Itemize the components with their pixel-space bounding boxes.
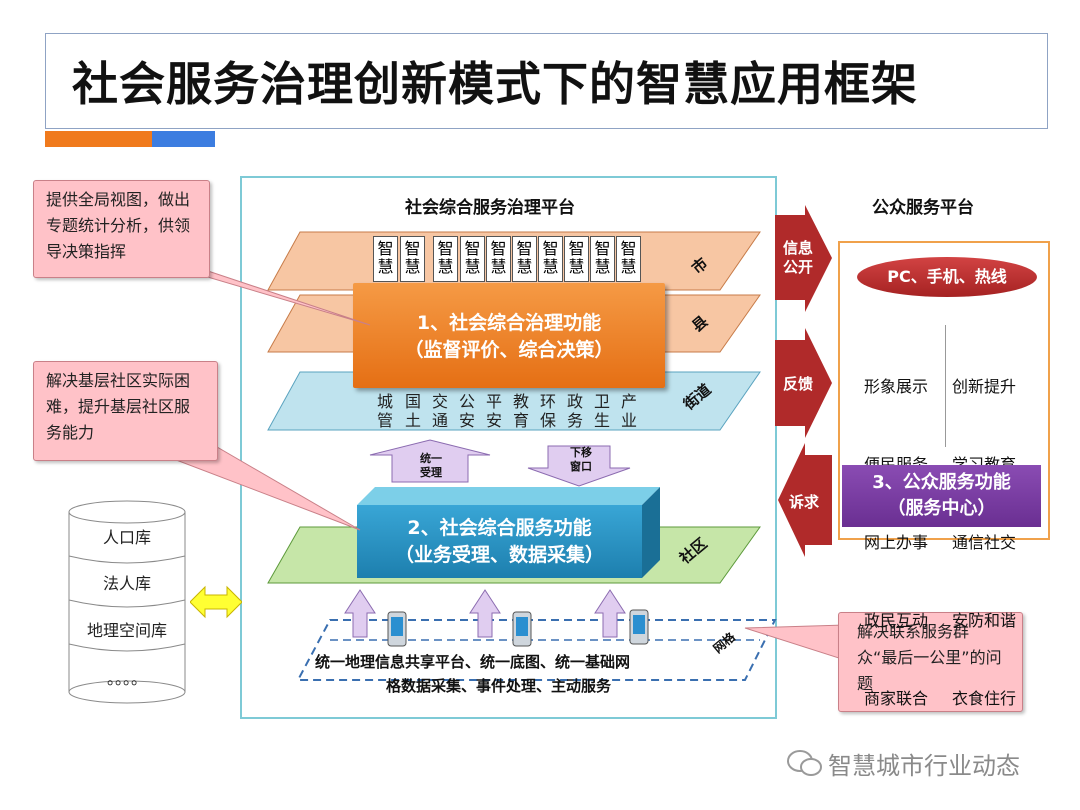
governance-function-subtitle: （监督评价、综合决策） xyxy=(404,339,614,361)
department-label: 产业 xyxy=(620,392,637,430)
unified-accept-label: 统一受理 xyxy=(420,452,442,479)
down-window-arrow xyxy=(527,445,631,487)
service-item: 通信社交 xyxy=(952,533,1017,552)
feedback-label: 反馈 xyxy=(783,375,814,393)
public-service-function-title: 3、公众服务功能 xyxy=(872,472,1011,493)
service-function-box: 2、社会综合服务功能 （业务受理、数据采集） xyxy=(357,505,642,578)
governance-function-box: 1、社会综合治理功能 （监督评价、综合决策） xyxy=(353,283,665,388)
service-item: 商家联合 xyxy=(864,689,929,708)
public-platform-title: 公众服务平台 xyxy=(872,198,974,218)
wechat-icon xyxy=(787,750,822,776)
info-disclosure-label: 信息公开 xyxy=(782,239,813,276)
grid-plane xyxy=(296,619,777,681)
channels-ellipse: PC、手机、热线 xyxy=(857,257,1037,297)
public-platform-frame xyxy=(838,241,1050,540)
phone-icon xyxy=(387,611,407,647)
database-population: 人口库 xyxy=(102,528,151,547)
smart-box: 智慧 xyxy=(512,236,537,282)
service-item: 形象展示 xyxy=(864,377,929,396)
department-label: 政务 xyxy=(566,392,583,430)
department-columns: 城管 国土 交通 公安 平安 教育 环保 政务 卫生 产业 xyxy=(373,392,653,438)
department-label: 卫生 xyxy=(593,392,610,430)
services-divider xyxy=(945,325,946,447)
smart-box: 智慧 xyxy=(616,236,641,282)
grid-text-line1: 统一地理信息共享平台、统一底图、统一基础网 xyxy=(315,653,631,671)
services-right-column: 创新提升 学习教育 通信社交 安防和谐 衣食住行 xyxy=(952,322,1016,738)
upload-arrow xyxy=(594,589,626,638)
callout-global-view: 提供全局视图，做出专题统计分析，供领导决策指挥 xyxy=(33,180,210,278)
callout-last-mile: 解决联系服务群众“最后一公里”的问题 xyxy=(838,612,1023,712)
service-item: 衣食住行 xyxy=(952,689,1017,708)
page-title: 社会服务治理创新模式下的智慧应用框架 xyxy=(72,57,918,111)
smart-box: 智慧 xyxy=(486,236,511,282)
upload-arrow xyxy=(469,589,501,638)
title-accent-orange xyxy=(45,131,152,147)
department-label: 城管 xyxy=(376,392,393,430)
public-service-function-subtitle: （服务中心） xyxy=(887,498,996,519)
info-disclosure-arrow xyxy=(775,205,832,312)
service-item: 政民互动 xyxy=(864,611,929,630)
smart-box: 智慧 xyxy=(400,236,425,282)
title-accent-blue xyxy=(152,131,215,147)
public-service-function-box: 3、公众服务功能 （服务中心） xyxy=(842,465,1041,527)
feedback-arrow xyxy=(775,328,832,438)
department-label: 国土 xyxy=(404,392,421,430)
department-label: 平安 xyxy=(485,392,502,430)
phone-icon xyxy=(512,611,532,647)
smart-box: 智慧 xyxy=(373,236,398,282)
database-geospatial: 地理空间库 xyxy=(86,621,167,640)
governance-function-title: 1、社会综合治理功能 xyxy=(416,312,602,334)
upload-arrow xyxy=(344,589,376,638)
smart-box: 智慧 xyxy=(433,236,458,282)
title-frame xyxy=(45,33,1048,129)
service-item: 创新提升 xyxy=(952,377,1017,396)
service-function-title: 2、社会综合服务功能 xyxy=(407,517,592,539)
service-item: 网上办事 xyxy=(864,533,929,552)
department-label: 环保 xyxy=(539,392,556,430)
database-legal-entity: 法人库 xyxy=(102,574,151,593)
database-more: 。。。。 xyxy=(106,669,147,688)
unified-accept-arrow xyxy=(369,439,491,483)
department-label: 交通 xyxy=(431,392,448,430)
down-window-label: 下移窗口 xyxy=(570,446,592,473)
grid-text-line2: 格数据采集、事件处理、主动服务 xyxy=(386,677,612,695)
callout-community: 解决基层社区实际困难，提升基层社区服务能力 xyxy=(33,361,218,461)
sync-double-arrow-icon xyxy=(190,585,242,619)
smart-box: 智慧 xyxy=(538,236,563,282)
service-function-subtitle: （业务受理、数据采集） xyxy=(394,544,604,566)
platform-frame xyxy=(240,176,777,719)
database-stack: 人口库 法人库 地理空间库 。。。。 xyxy=(68,500,186,705)
department-label: 教育 xyxy=(512,392,529,430)
appeal-label: 诉求 xyxy=(789,493,820,511)
smart-box: 智慧 xyxy=(564,236,589,282)
watermark-text: 智慧城市行业动态 xyxy=(828,752,1020,780)
appeal-arrow xyxy=(778,443,832,557)
phone-icon xyxy=(629,609,649,645)
platform-title: 社会综合服务治理平台 xyxy=(405,198,575,218)
department-label: 公安 xyxy=(458,392,475,430)
service-item: 安防和谐 xyxy=(952,611,1017,630)
smart-box: 智慧 xyxy=(590,236,615,282)
services-left-column: 形象展示 便民服务 网上办事 政民互动 商家联合 xyxy=(864,322,928,738)
smart-box: 智慧 xyxy=(460,236,485,282)
